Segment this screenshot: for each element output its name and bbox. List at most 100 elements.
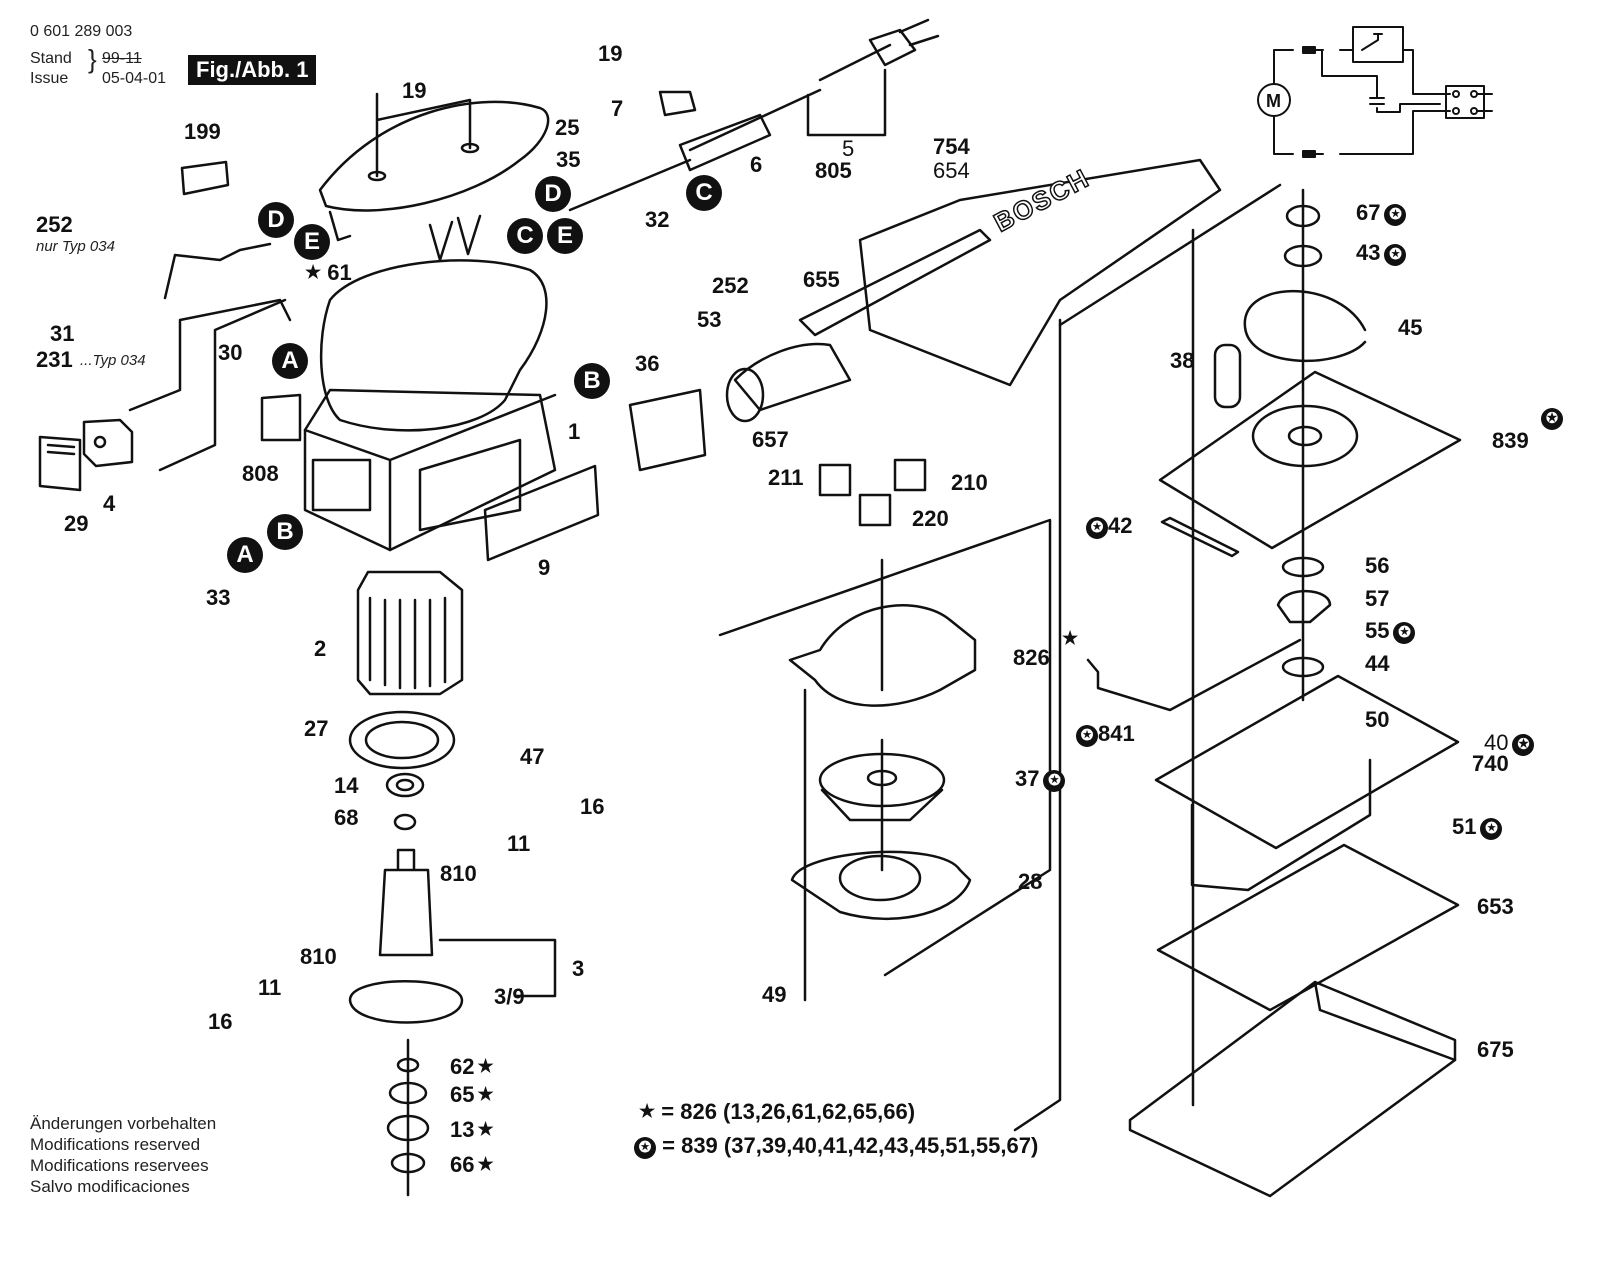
- part-label-40[interactable]: 40✪: [1484, 731, 1535, 756]
- part-label-16[interactable]: 16: [580, 794, 605, 819]
- notice-es: Salvo modificaciones: [30, 1177, 190, 1196]
- notice-fr: Modifications reservees: [30, 1156, 209, 1175]
- part-label-5[interactable]: 5: [842, 136, 855, 161]
- connector-badge-d: D: [535, 176, 571, 212]
- part-label-654[interactable]: 654: [933, 158, 970, 183]
- part-label-7[interactable]: 7: [611, 96, 624, 121]
- notice-de: Änderungen vorbehalten: [30, 1114, 217, 1133]
- part-label-13[interactable]: 13★: [450, 1117, 494, 1142]
- housing-drawing: [260, 259, 600, 562]
- circle-star-icon: ✪: [1076, 725, 1098, 747]
- part-label-231[interactable]: 231: [36, 347, 73, 372]
- star-icon: ★: [639, 1101, 656, 1121]
- legend-circle-star-kit: ✪ = 839 (37,39,40,41,42,43,45,51,55,67): [630, 1133, 1038, 1159]
- issue-label: Issue: [30, 70, 69, 87]
- connector-badge-d: D: [258, 202, 294, 238]
- part-label-839[interactable]: 839: [1492, 428, 1529, 453]
- fan-housing-drawing: [718, 518, 1052, 1002]
- part-label-653[interactable]: 653: [1477, 894, 1514, 919]
- part-label-4[interactable]: 4: [103, 491, 116, 516]
- part-label-841[interactable]: ✪841: [1072, 722, 1135, 747]
- part-label-2[interactable]: 2: [314, 636, 327, 661]
- part-label-657[interactable]: 657: [752, 427, 789, 452]
- part-label-43[interactable]: 43✪: [1356, 241, 1407, 266]
- modifications-notice: Änderungen vorbehalten Modifications res…: [30, 1113, 216, 1197]
- part-label-42[interactable]: ✪42: [1082, 514, 1132, 539]
- part-label-33[interactable]: 33: [206, 585, 231, 610]
- part-label-1[interactable]: 1: [568, 419, 581, 444]
- part-label-57[interactable]: 57: [1365, 586, 1390, 611]
- part-label-252[interactable]: 252: [36, 212, 73, 237]
- notice-en: Modifications reserved: [30, 1135, 201, 1154]
- part-label-11[interactable]: 11: [258, 975, 282, 1000]
- part-label-27[interactable]: 27: [304, 716, 329, 741]
- part-label-808[interactable]: 808: [242, 461, 279, 486]
- part-label-38[interactable]: 38: [1170, 348, 1195, 373]
- part-label-67[interactable]: 67✪: [1356, 201, 1407, 226]
- part-label-9[interactable]: 9: [538, 555, 551, 580]
- part-label-3-9[interactable]: 3/9: [494, 984, 525, 1009]
- circle-star-icon: ✪: [1393, 622, 1416, 644]
- part-label-30[interactable]: 30: [218, 340, 243, 365]
- part-label-32[interactable]: 32: [645, 207, 670, 232]
- part-label-805[interactable]: 805: [815, 158, 852, 183]
- part-label-65[interactable]: 65★: [450, 1082, 494, 1107]
- part-label-53[interactable]: 53: [697, 307, 722, 332]
- part-label-14[interactable]: 14: [334, 773, 359, 798]
- part-label-11[interactable]: 11: [507, 831, 531, 856]
- part-label-3[interactable]: 3: [572, 956, 585, 981]
- part-label-31[interactable]: 31: [50, 321, 75, 346]
- stand-label: Stand: [30, 50, 72, 67]
- part-label-16[interactable]: 16: [208, 1009, 233, 1034]
- legend-star-kit: ★ = 826 (13,26,61,62,65,66): [639, 1099, 916, 1124]
- connector-badge-e: E: [294, 224, 330, 260]
- wiring-schematic: M: [1257, 26, 1493, 158]
- part-label-19[interactable]: 19: [402, 78, 427, 103]
- part-label-51[interactable]: 51✪: [1452, 815, 1503, 840]
- connector-badge-a: A: [227, 537, 263, 573]
- part-label-655[interactable]: 655: [803, 267, 840, 292]
- part-label-810[interactable]: 810: [440, 861, 477, 886]
- part-label-754[interactable]: 754: [933, 134, 970, 159]
- part-label-55[interactable]: 55✪: [1365, 619, 1416, 644]
- part-label-220[interactable]: 220: [912, 506, 949, 531]
- connector-badge-e: E: [547, 218, 583, 254]
- part-label-36[interactable]: 36: [635, 351, 660, 376]
- part-label-252[interactable]: 252: [712, 273, 749, 298]
- part-label-810[interactable]: 810: [300, 944, 337, 969]
- part-label-68[interactable]: 68: [334, 805, 359, 830]
- circle-star-icon: ✪: [1384, 244, 1407, 266]
- part-label-45[interactable]: 45: [1398, 315, 1423, 340]
- part-label-211[interactable]: 211: [768, 465, 804, 490]
- switch-drawing: [38, 160, 292, 492]
- part-label-62[interactable]: 62★: [450, 1054, 494, 1079]
- part-label-28[interactable]: 28: [1018, 869, 1043, 894]
- part-label-210[interactable]: 210: [951, 470, 988, 495]
- part-number: 0 601 289 003: [30, 23, 133, 40]
- part-label-47[interactable]: 47: [520, 744, 545, 769]
- brace: }: [88, 44, 97, 74]
- part-label-675[interactable]: 675: [1477, 1037, 1514, 1062]
- part-label-29[interactable]: 29: [64, 511, 89, 536]
- part-note-252: nur Typ 034: [36, 238, 115, 255]
- part-label-56[interactable]: 56: [1365, 553, 1390, 578]
- part-label-61[interactable]: ★ 61: [305, 260, 352, 285]
- part-label-49[interactable]: 49: [762, 982, 787, 1007]
- part-label-44[interactable]: 44: [1365, 651, 1390, 676]
- circle-star-icon: ✪: [1480, 818, 1503, 840]
- part-label-50[interactable]: 50: [1365, 707, 1390, 732]
- circle-star-icon: ✪: [1043, 770, 1066, 792]
- connector-badge-b: B: [267, 514, 303, 550]
- dust-bag-drawing: [628, 158, 1222, 527]
- part-label-826[interactable]: 826: [1013, 645, 1050, 670]
- part-label-199[interactable]: 199: [184, 119, 221, 144]
- part-label-19[interactable]: 19: [598, 41, 623, 66]
- star-icon: ★: [1062, 628, 1079, 648]
- part-label-6[interactable]: 6: [750, 152, 763, 177]
- part-label-740[interactable]: 740: [1472, 751, 1509, 776]
- part-label-35[interactable]: 35: [556, 147, 581, 172]
- part-label-37[interactable]: 37✪: [1015, 767, 1066, 792]
- part-label-25[interactable]: 25: [555, 115, 580, 140]
- top-cover-drawing: [318, 92, 550, 262]
- part-label-66[interactable]: 66★: [450, 1152, 494, 1177]
